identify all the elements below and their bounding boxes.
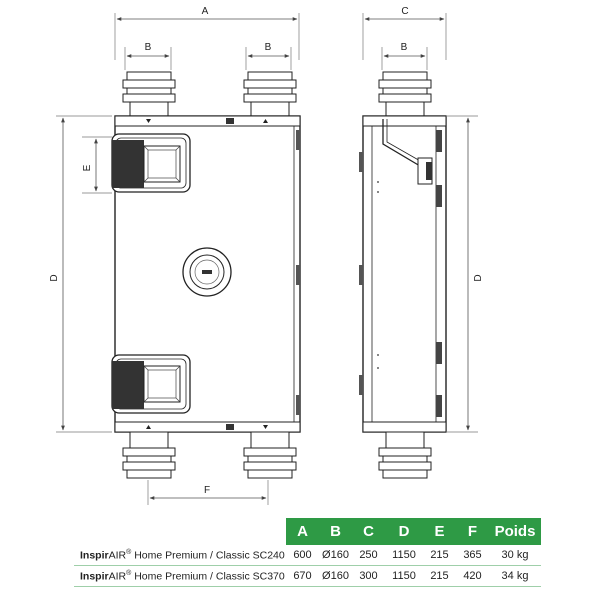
dimension-c-label: C xyxy=(401,6,408,17)
duct-top-right xyxy=(243,71,297,119)
table-row: InspirAIR® Home Premium / Classic SC370 … xyxy=(74,565,541,587)
header-poids: Poids xyxy=(489,518,541,545)
dimension-b-right-label: B xyxy=(265,42,272,53)
duct-side-top xyxy=(378,71,432,119)
table-row: InspirAIR® Home Premium / Classic SC240 … xyxy=(74,545,541,566)
duct-bottom-left xyxy=(122,431,176,479)
value-c: 300 xyxy=(352,565,385,587)
value-poids: 30 kg xyxy=(489,545,541,566)
value-e: 215 xyxy=(423,545,456,566)
value-d: 1150 xyxy=(385,545,423,566)
dimension-b-left-label: B xyxy=(145,42,152,53)
front-view: A B B xyxy=(49,6,301,505)
table-header-row: A B C D E F Poids xyxy=(74,518,541,545)
dimension-a-label: A xyxy=(202,6,209,17)
lower-port xyxy=(111,354,191,414)
dimension-d-side-label: D xyxy=(473,274,484,281)
upper-port xyxy=(111,133,191,193)
duct-side-bottom xyxy=(378,431,432,479)
dimension-f-label: F xyxy=(204,485,210,496)
model-name: InspirAIR® Home Premium / Classic SC370 xyxy=(74,565,286,587)
value-b: Ø160 xyxy=(319,545,352,566)
value-a: 600 xyxy=(286,545,319,566)
side-view: C B xyxy=(359,6,484,479)
value-f: 365 xyxy=(456,545,489,566)
value-d: 1150 xyxy=(385,565,423,587)
header-f: F xyxy=(456,518,489,545)
value-e: 215 xyxy=(423,565,456,587)
header-e: E xyxy=(423,518,456,545)
header-c: C xyxy=(352,518,385,545)
dimension-table: A B C D E F Poids InspirAIR® Home Premiu… xyxy=(74,518,600,587)
value-c: 250 xyxy=(352,545,385,566)
technical-drawing: A B B xyxy=(49,6,484,505)
header-d: D xyxy=(385,518,423,545)
center-control-knob xyxy=(182,247,232,297)
header-b: B xyxy=(319,518,352,545)
value-poids: 34 kg xyxy=(489,565,541,587)
side-unit-body xyxy=(362,115,447,433)
dimension-b-side-label: B xyxy=(401,42,408,53)
value-a: 670 xyxy=(286,565,319,587)
duct-bottom-right xyxy=(243,431,297,479)
model-name: InspirAIR® Home Premium / Classic SC240 xyxy=(74,545,286,566)
duct-top-left xyxy=(122,71,176,119)
value-b: Ø160 xyxy=(319,565,352,587)
value-f: 420 xyxy=(456,565,489,587)
dimension-e-label: E xyxy=(82,164,93,171)
dimension-d-front-label: D xyxy=(49,274,60,281)
header-a: A xyxy=(286,518,319,545)
